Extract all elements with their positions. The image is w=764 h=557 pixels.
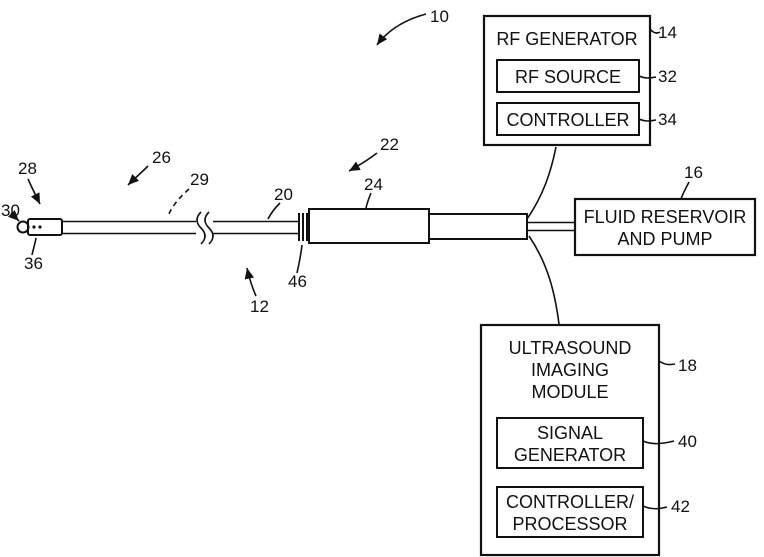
controller-processor-label-line2: PROCESSOR: [512, 514, 627, 534]
rf-generator-label: RF GENERATOR: [496, 29, 637, 49]
ref-14-leader: [649, 28, 661, 34]
ref-30-arrow: [7, 209, 20, 222]
ref-12: 12: [250, 297, 269, 316]
ref-22: 22: [380, 135, 399, 154]
ref-34: 34: [658, 110, 677, 129]
signal-generator-box: [496, 417, 644, 469]
ultrasound-label-line2: IMAGING: [531, 360, 609, 380]
cable-to-ultrasound-module: [528, 235, 560, 325]
ref-12-arrow: [244, 267, 257, 297]
ref-10: 10: [430, 7, 449, 26]
ref-28-arrow: [27, 178, 41, 205]
rf-controller-label: CONTROLLER: [506, 110, 629, 130]
ref-40: 40: [678, 432, 697, 451]
shaft-break-mark: [196, 211, 206, 245]
catheter-proximal-section: [428, 213, 528, 240]
ref-18-leader: [658, 360, 676, 366]
tip-electrode-dot: [32, 225, 36, 229]
ref-16: 16: [684, 163, 703, 182]
ref-36-leader: [31, 237, 37, 256]
ref-14: 14: [658, 23, 677, 42]
fluid-reservoir-label-line2: AND PUMP: [617, 229, 712, 249]
signal-generator-label-line1: SIGNAL: [537, 423, 603, 443]
ref-18: 18: [678, 356, 697, 375]
ref-10-arrow: [376, 13, 427, 46]
ref-40-leader: [642, 440, 675, 445]
ref-34-leader: [638, 118, 657, 122]
ultrasound-module-box: [479, 323, 661, 557]
ultrasound-label-line1: ULTRASOUND: [509, 338, 632, 358]
catheter-ball-tip: [16, 220, 30, 234]
ref-22-arrow: [348, 152, 378, 172]
controller-processor-label-line1: CONTROLLER/: [506, 492, 634, 512]
ref-29-leader: [167, 188, 190, 217]
fluid-reservoir-label-line1: FLUID RESERVOIR: [584, 207, 747, 227]
tip-electrode-dot: [38, 225, 42, 229]
ref-29: 29: [190, 170, 209, 189]
ref-32: 32: [658, 67, 677, 86]
ref-28: 28: [18, 159, 37, 178]
signal-generator-label-line2: GENERATOR: [514, 445, 626, 465]
catheter-handle: [308, 208, 430, 244]
shaft-break-mark: [204, 211, 214, 245]
rf-generator-box: [482, 14, 652, 147]
rf-source-label: RF SOURCE: [515, 67, 621, 87]
catheter-tip-body: [27, 218, 63, 236]
ref-42: 42: [671, 497, 690, 516]
ref-24: 24: [364, 175, 383, 194]
fluid-reservoir-box: [573, 197, 757, 257]
ref-20: 20: [274, 185, 293, 204]
ref-30: 30: [1, 201, 20, 220]
controller-processor-box: [496, 486, 644, 538]
ref-32-leader: [638, 75, 657, 79]
ultrasound-label-line3: MODULE: [531, 382, 608, 402]
ref-24-leader: [365, 192, 372, 209]
ref-42-leader: [642, 505, 668, 510]
ref-16-leader: [680, 181, 690, 200]
ref-36: 36: [24, 254, 43, 273]
ref-26-arrow: [127, 165, 149, 186]
cable-to-rf-generator: [526, 146, 557, 220]
ref-46-leader: [296, 244, 303, 274]
ref-26: 26: [152, 148, 171, 167]
ref-20-leader: [267, 202, 281, 220]
ref-46: 46: [288, 272, 307, 291]
